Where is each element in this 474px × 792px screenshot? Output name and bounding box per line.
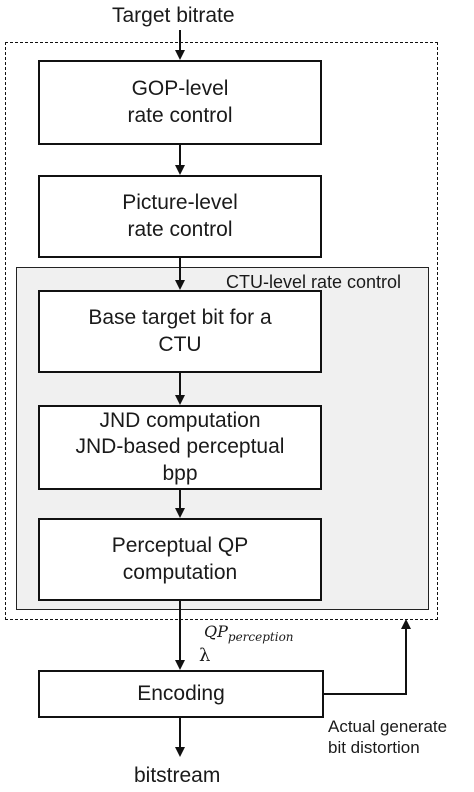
encoding-label: Encoding [137, 681, 225, 705]
encoding-block: Encoding [38, 670, 324, 718]
qp-perception-label: QPperception [204, 622, 294, 645]
gop-level-block: GOP-level rate control [38, 60, 322, 145]
feedback-label: Actual generate bit distortion [328, 717, 448, 758]
picture-level-block: Picture-level rate control [38, 175, 322, 258]
base-target-block: Base target bit for a CTU [38, 290, 322, 373]
gop-level-label: GOP-level rate control [127, 77, 233, 127]
output-label: bitstream [134, 764, 221, 787]
ctu-region-label: CTU-level rate control [226, 272, 402, 292]
input-label: Target bitrate [112, 4, 235, 27]
perceptual-qp-block: Perceptual QP computation [38, 518, 322, 601]
jnd-label: JND computation JND-based perceptual bpp [75, 409, 285, 485]
lambda-label: λ [199, 645, 211, 666]
jnd-block: JND computation JND-based perceptual bpp [38, 405, 322, 490]
perceptual-qp-label: Perceptual QP computation [111, 534, 249, 584]
rate-control-frame [5, 42, 438, 620]
picture-level-label: Picture-level rate control [122, 191, 238, 241]
base-target-label: Base target bit for a CTU [88, 306, 272, 356]
feedback-arrow [324, 619, 411, 695]
